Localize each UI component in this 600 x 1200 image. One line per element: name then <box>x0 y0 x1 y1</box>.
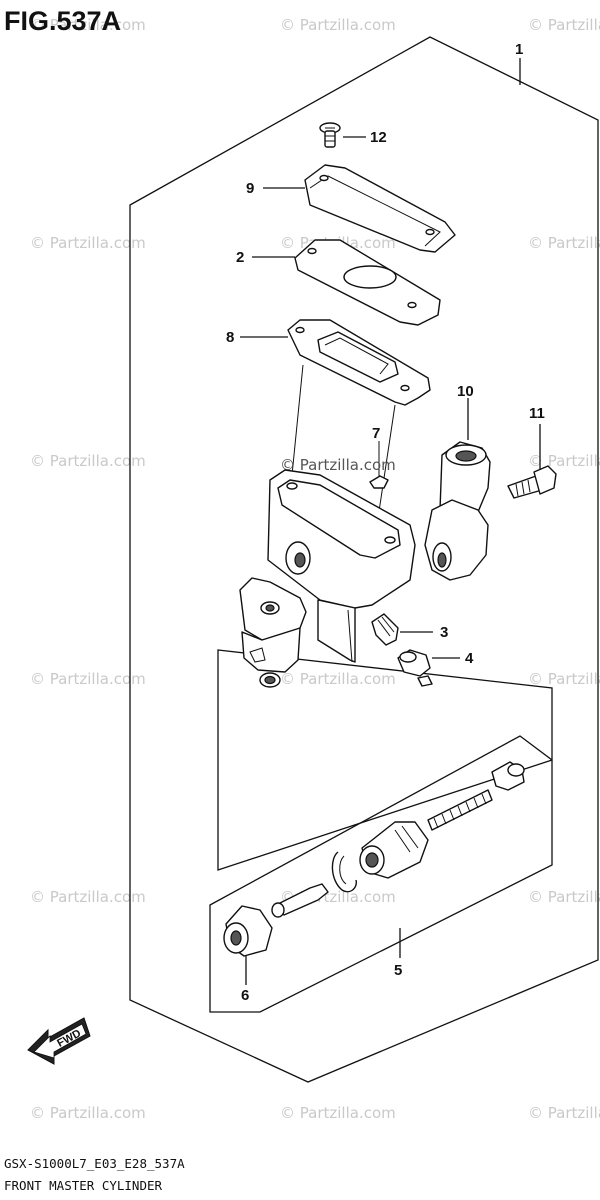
watermark: © Partzilla.com <box>280 670 396 688</box>
model-code: GSX-S1000L7_E03_E28_537A <box>4 1156 185 1171</box>
piston-kit-frame <box>209 735 553 1013</box>
callout-1: 1 <box>515 41 523 58</box>
watermark: © Partzilla.com <box>30 16 146 34</box>
watermark: © Partzilla.com <box>30 1104 146 1122</box>
watermark: © Partzilla.com <box>30 888 146 906</box>
watermark: © Partzilla.com <box>528 888 600 906</box>
diaphragm-plate-part-2 <box>252 239 441 326</box>
bolt-part-11 <box>507 424 557 499</box>
watermark: © Partzilla.com <box>30 452 146 470</box>
watermark-layer: © Partzilla.com © Partzilla.com © Partzi… <box>30 16 600 1122</box>
watermark: © Partzilla.com <box>30 234 146 252</box>
figure-title: FIG.537A <box>4 6 121 36</box>
watermark: © Partzilla.com <box>280 1104 396 1122</box>
callout-11: 11 <box>529 405 545 422</box>
callout-10: 10 <box>457 383 474 400</box>
screw-part-12 <box>319 122 366 148</box>
inline-watermark: © Partzilla.com <box>280 456 396 474</box>
callout-4: 4 <box>465 650 474 667</box>
watermark: © Partzilla.com <box>528 452 600 470</box>
bleeder-cap-part-4 <box>397 649 460 687</box>
watermark: © Partzilla.com <box>528 670 600 688</box>
callout-7: 7 <box>372 425 380 442</box>
watermark: © Partzilla.com <box>528 1104 600 1122</box>
callout-3: 3 <box>440 624 448 641</box>
master-cylinder-body <box>239 469 416 688</box>
piston-kit-parts <box>223 761 525 957</box>
fwd-arrow-icon <box>27 1017 91 1065</box>
callout-9: 9 <box>246 180 254 197</box>
bleeder-valve-part-3 <box>371 613 433 646</box>
callout-5: 5 <box>394 962 402 979</box>
callout-12: 12 <box>370 129 387 146</box>
assembly-frame <box>129 36 599 1083</box>
clip-part-7 <box>369 441 389 489</box>
watermark: © Partzilla.com <box>30 670 146 688</box>
watermark: © Partzilla.com <box>280 16 396 34</box>
callout-6: 6 <box>241 987 249 1004</box>
callout-2: 2 <box>236 249 244 266</box>
figure-name: FRONT MASTER CYLINDER <box>4 1178 163 1193</box>
reservoir-cap-part-9 <box>263 164 456 253</box>
callout-8: 8 <box>226 329 234 346</box>
union-fitting-part-10 <box>424 398 491 581</box>
watermark: © Partzilla.com <box>528 234 600 252</box>
watermark: © Partzilla.com <box>528 16 600 34</box>
